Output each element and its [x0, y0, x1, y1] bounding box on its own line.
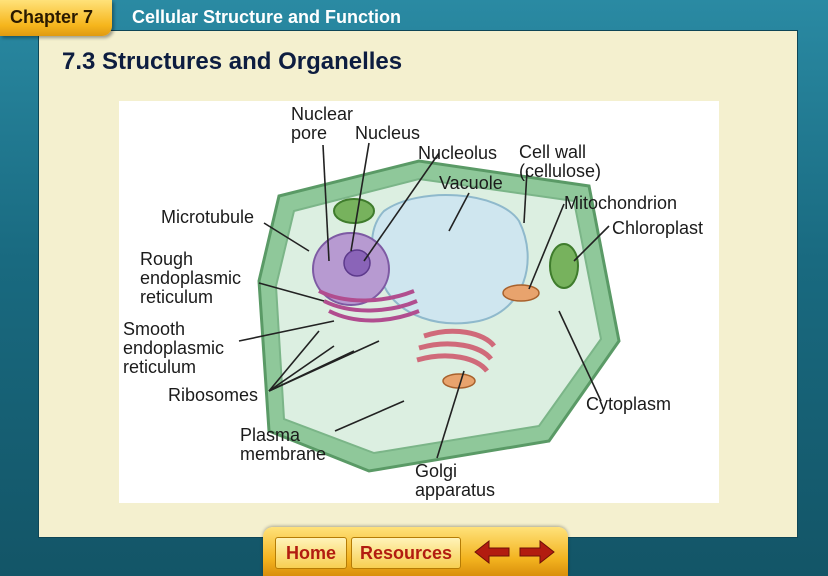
chloroplast-shape-2 — [333, 198, 375, 224]
resources-button[interactable]: Resources — [351, 537, 461, 569]
chloroplast-shape — [549, 243, 579, 289]
label-cell-wall: Cell wall(cellulose) — [519, 142, 602, 181]
plant-cell-illustration — [238, 142, 621, 473]
label-nucleolus: Nucleolus — [418, 143, 498, 163]
label-cytoplasm: Cytoplasm — [586, 394, 672, 414]
slide-title: 7.3 Structures and Organelles — [62, 48, 403, 75]
label-ribosomes: Ribosomes — [168, 385, 259, 405]
label-chloroplast: Chloroplast — [612, 218, 704, 238]
chapter-label: Chapter 7 — [10, 7, 94, 27]
home-button[interactable]: Home — [275, 537, 347, 569]
mitochondrion-shape — [502, 284, 540, 302]
label-vacuole: Vacuole — [439, 173, 503, 193]
left-arrow-icon[interactable] — [473, 538, 511, 566]
leader-lines — [238, 142, 610, 459]
nucleolus-shape — [343, 249, 371, 277]
label-nucleus: Nucleus — [355, 123, 421, 143]
label-microtubule: Microtubule — [161, 207, 255, 227]
label-mitochondrion: Mitochondrion — [564, 193, 678, 213]
chapter-tab: Chapter 7 — [0, 0, 112, 36]
right-arrow-icon[interactable] — [518, 538, 556, 566]
header-title: Cellular Structure and Function — [132, 7, 402, 27]
golgi-shape — [416, 328, 496, 373]
navigation-bar: Home Resources — [263, 527, 568, 576]
rough-er-shape — [318, 289, 420, 323]
